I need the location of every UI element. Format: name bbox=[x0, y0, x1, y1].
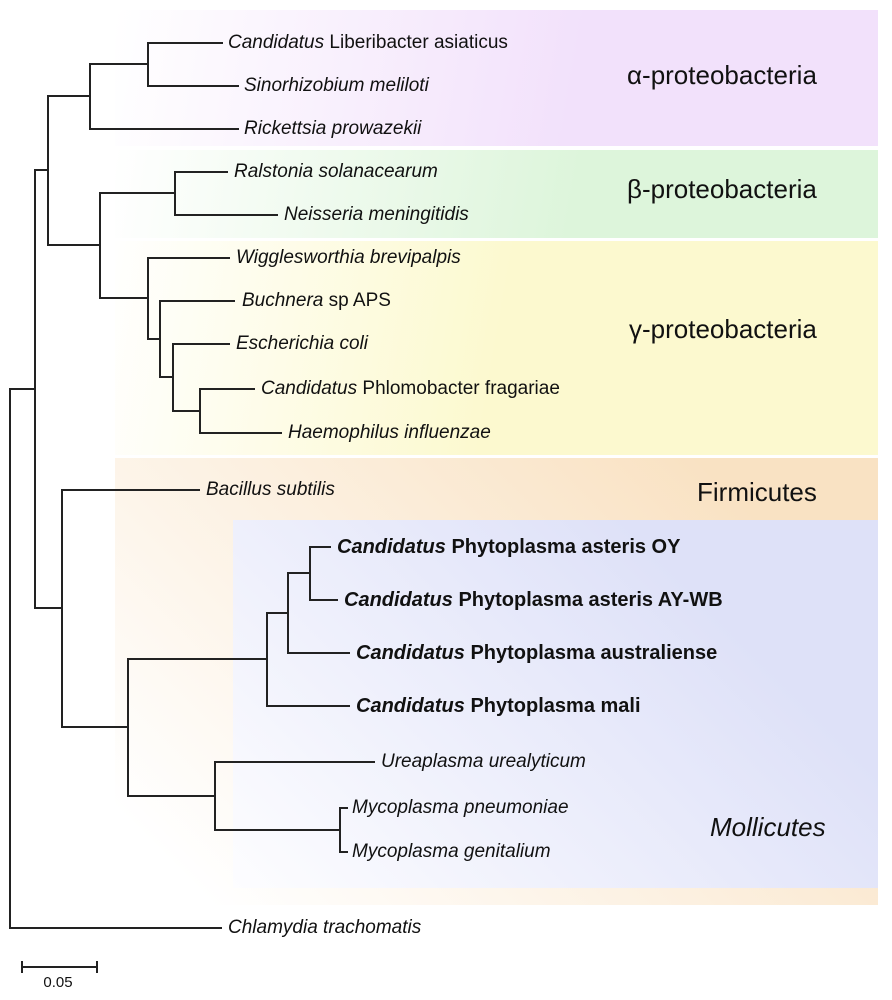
taxon-rickettsia-prowazekii: Rickettsia prowazekii bbox=[244, 118, 422, 139]
taxon-escherichia-coli: Escherichia coli bbox=[236, 333, 368, 354]
taxon-ureaplasma-urealyticum: Ureaplasma urealyticum bbox=[381, 751, 586, 772]
group-label-gamma-proteobacteria: γ-proteobacteria bbox=[629, 314, 817, 344]
taxon-chlamydia-trachomatis: Chlamydia trachomatis bbox=[228, 917, 422, 938]
taxon-phytoplasma-asteris-ay-wb: Candidatus Phytoplasma asteris AY-WB bbox=[344, 589, 723, 611]
beta-proteobacteria-region bbox=[115, 150, 878, 238]
taxon-bacillus-subtilis: Bacillus subtilis bbox=[206, 479, 335, 500]
taxon-buchnera-sp-aps: Buchnera sp APS bbox=[242, 290, 391, 311]
group-label-beta-proteobacteria: β-proteobacteria bbox=[627, 174, 817, 204]
taxon-phlomobacter-fragariae: Candidatus Phlomobacter fragariae bbox=[261, 378, 560, 399]
taxon-mycoplasma-pneumoniae: Mycoplasma pneumoniae bbox=[352, 797, 569, 818]
tree-lines bbox=[9, 42, 375, 929]
taxon-sinorhizobium-meliloti: Sinorhizobium meliloti bbox=[244, 75, 429, 96]
scale-bar bbox=[21, 961, 98, 973]
alpha-proteobacteria-region bbox=[115, 10, 878, 146]
taxon-ralstonia-solanacearum: Ralstonia solanacearum bbox=[234, 161, 438, 182]
gamma-proteobacteria-region bbox=[115, 241, 878, 455]
group-label-alpha-proteobacteria: α-proteobacteria bbox=[627, 60, 817, 90]
taxon-mycoplasma-genitalium: Mycoplasma genitalium bbox=[352, 841, 551, 862]
taxon-haemophilus-influenzae: Haemophilus influenzae bbox=[288, 422, 491, 443]
taxon-liberibacter-asiaticus: Candidatus Liberibacter asiaticus bbox=[228, 32, 508, 53]
taxon-phytoplasma-asteris-oy: Candidatus Phytoplasma asteris OY bbox=[337, 536, 681, 558]
group-label-firmicutes: Firmicutes bbox=[697, 477, 817, 507]
taxon-phytoplasma-australiense: Candidatus Phytoplasma australiense bbox=[356, 642, 718, 664]
group-label-mollicutes: Mollicutes bbox=[710, 812, 826, 842]
taxon-phytoplasma-mali: Candidatus Phytoplasma mali bbox=[356, 695, 641, 717]
taxon-wigglesworthia-brevipalpis: Wigglesworthia brevipalpis bbox=[236, 247, 461, 268]
scale-bar-value: 0.05 bbox=[43, 974, 73, 991]
taxon-neisseria-meningitidis: Neisseria meningitidis bbox=[284, 204, 469, 225]
